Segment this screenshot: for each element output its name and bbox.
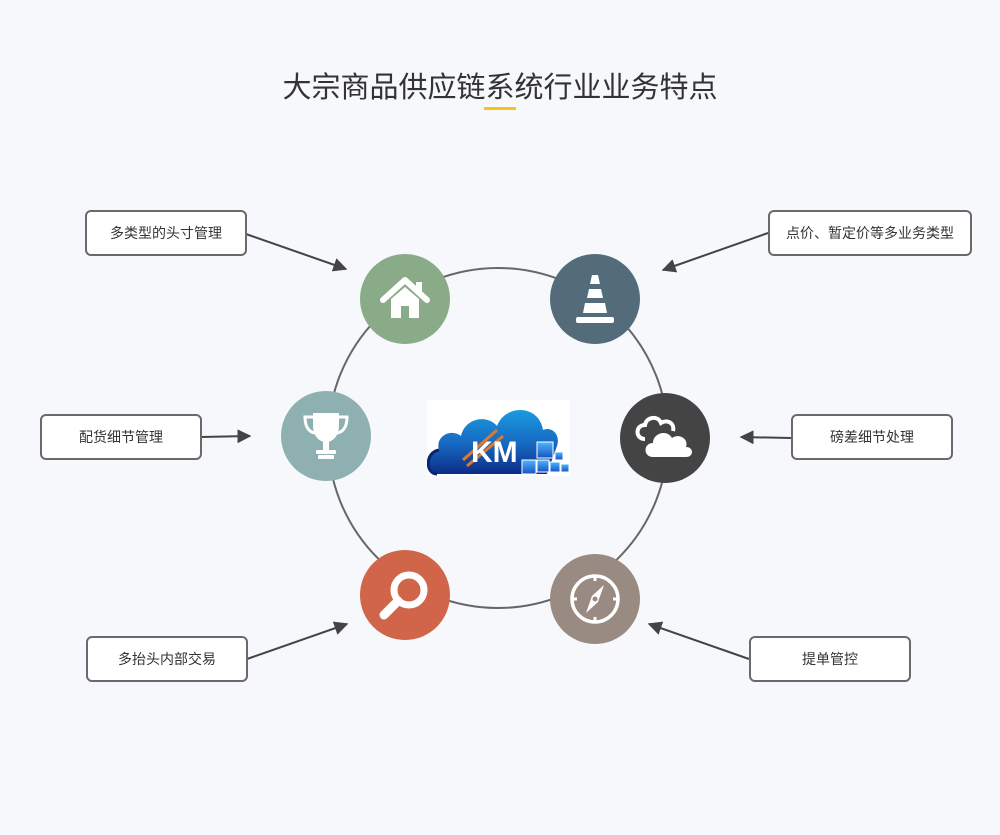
feature-label: 多抬头内部交易	[118, 652, 216, 668]
feature-box-internal-trade: 多抬头内部交易	[86, 636, 248, 682]
km-cloud-logo: KM	[426, 400, 570, 476]
feature-box-position: 多类型的头寸管理	[85, 210, 247, 256]
trophy-icon	[281, 391, 371, 481]
compass-icon	[550, 554, 640, 644]
arrow-bill-of-lading	[647, 621, 750, 660]
cloud-icon	[620, 393, 710, 483]
feature-box-pricing: 点价、暂定价等多业务类型	[768, 210, 972, 256]
arrow-pricing	[661, 232, 769, 273]
logo-text: KM	[471, 436, 518, 469]
feature-label: 配货细节管理	[79, 430, 163, 446]
feature-label: 磅差细节处理	[830, 430, 914, 446]
arrow-allocation	[200, 429, 252, 444]
arrow-weight	[739, 430, 792, 445]
feature-label: 提单管控	[802, 652, 858, 668]
arrow-internal-trade	[246, 621, 349, 660]
feature-box-allocation: 配货细节管理	[40, 414, 202, 460]
feature-label: 多类型的头寸管理	[110, 226, 222, 242]
house-icon	[360, 254, 450, 344]
page-title: 大宗商品供应链系统行业业务特点	[282, 70, 718, 104]
feature-box-weight: 磅差细节处理	[791, 414, 953, 460]
title-underline	[484, 107, 516, 110]
feature-box-bill-of-lading: 提单管控	[749, 636, 911, 682]
feature-label: 点价、暂定价等多业务类型	[786, 226, 954, 242]
traffic-cone-icon	[550, 254, 640, 344]
magnifier-icon	[360, 550, 450, 640]
arrow-position	[245, 233, 348, 272]
